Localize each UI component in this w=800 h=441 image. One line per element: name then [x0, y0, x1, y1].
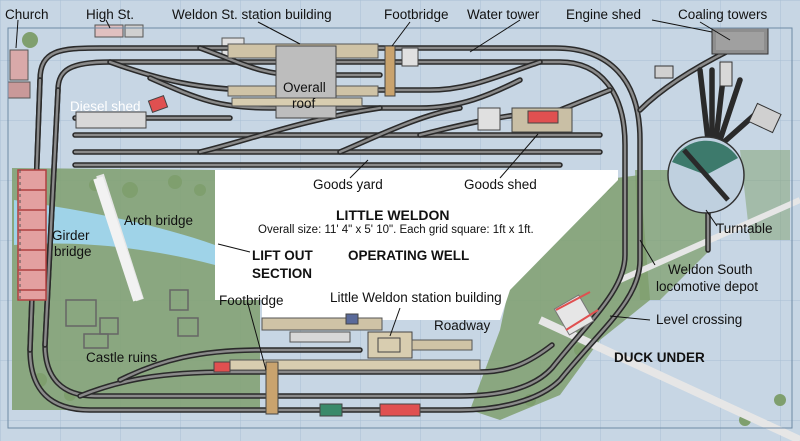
- labels: Church High St. Weldon St. station build…: [5, 7, 773, 365]
- town-buildings: [7, 24, 245, 99]
- label-overall-roof-1: Overall: [283, 80, 326, 95]
- label-church: Church: [5, 7, 49, 22]
- little-weldon-station-building: [213, 313, 481, 417]
- church-building: [9, 49, 29, 81]
- weldon-st-station-building: [227, 43, 379, 119]
- label-arch-bridge: Arch bridge: [124, 213, 193, 228]
- label-girder-bridge-2: bridge: [54, 244, 92, 259]
- board-edge: [7, 27, 793, 429]
- operating-well: [215, 170, 618, 320]
- track-main-loop: [27, 45, 643, 413]
- label-roadway: Roadway: [434, 318, 491, 333]
- diagram-subtitle: Overall size: 11' 4" x 5' 10". Each grid…: [258, 224, 534, 236]
- label-girder-bridge-1: Girder: [52, 228, 90, 243]
- water-tower: [654, 65, 674, 79]
- leader-lines: [15, 19, 731, 371]
- turntable: [667, 136, 745, 214]
- coaling-towers: [719, 61, 782, 134]
- label-lift-out-2: SECTION: [252, 266, 312, 281]
- level-crossing: [553, 291, 599, 336]
- label-duck-under: DUCK UNDER: [614, 350, 705, 365]
- diagram-title: LITTLE WELDON: [336, 207, 450, 223]
- girder-bridge: [17, 169, 47, 301]
- label-footbridge-top: Footbridge: [384, 7, 449, 22]
- footbridge-bottom: [265, 361, 279, 415]
- diesel-shed: [75, 94, 169, 129]
- label-operating-well: OPERATING WELL: [348, 248, 469, 263]
- castle-ruins: [65, 289, 199, 349]
- label-lift-out-1: LIFT OUT: [252, 248, 313, 263]
- label-high-st: High St.: [86, 7, 134, 22]
- label-goods-yard: Goods yard: [313, 177, 383, 192]
- label-level-crossing: Level crossing: [656, 312, 742, 327]
- label-footbridge-bottom: Footbridge: [219, 293, 284, 308]
- label-goods-shed: Goods shed: [464, 177, 537, 192]
- label-engine-shed: Engine shed: [566, 7, 641, 22]
- label-water-tower: Water tower: [467, 7, 540, 22]
- label-overall-roof-2: roof: [292, 96, 316, 111]
- label-depot-2: locomotive depot: [656, 279, 758, 294]
- engine-shed: [711, 27, 769, 55]
- goods-shed: [477, 107, 573, 133]
- footbridge-top: [384, 45, 396, 97]
- label-turntable: Turntable: [716, 221, 773, 236]
- label-little-weldon-station: Little Weldon station building: [330, 290, 502, 305]
- label-castle-ruins: Castle ruins: [86, 350, 158, 365]
- label-diesel-shed: Diesel shed: [70, 99, 141, 114]
- label-weldon-st-station: Weldon St. station building: [172, 7, 332, 22]
- label-depot-1: Weldon South: [668, 262, 753, 277]
- label-coaling-towers: Coaling towers: [678, 7, 768, 22]
- arch-bridge: [93, 176, 143, 302]
